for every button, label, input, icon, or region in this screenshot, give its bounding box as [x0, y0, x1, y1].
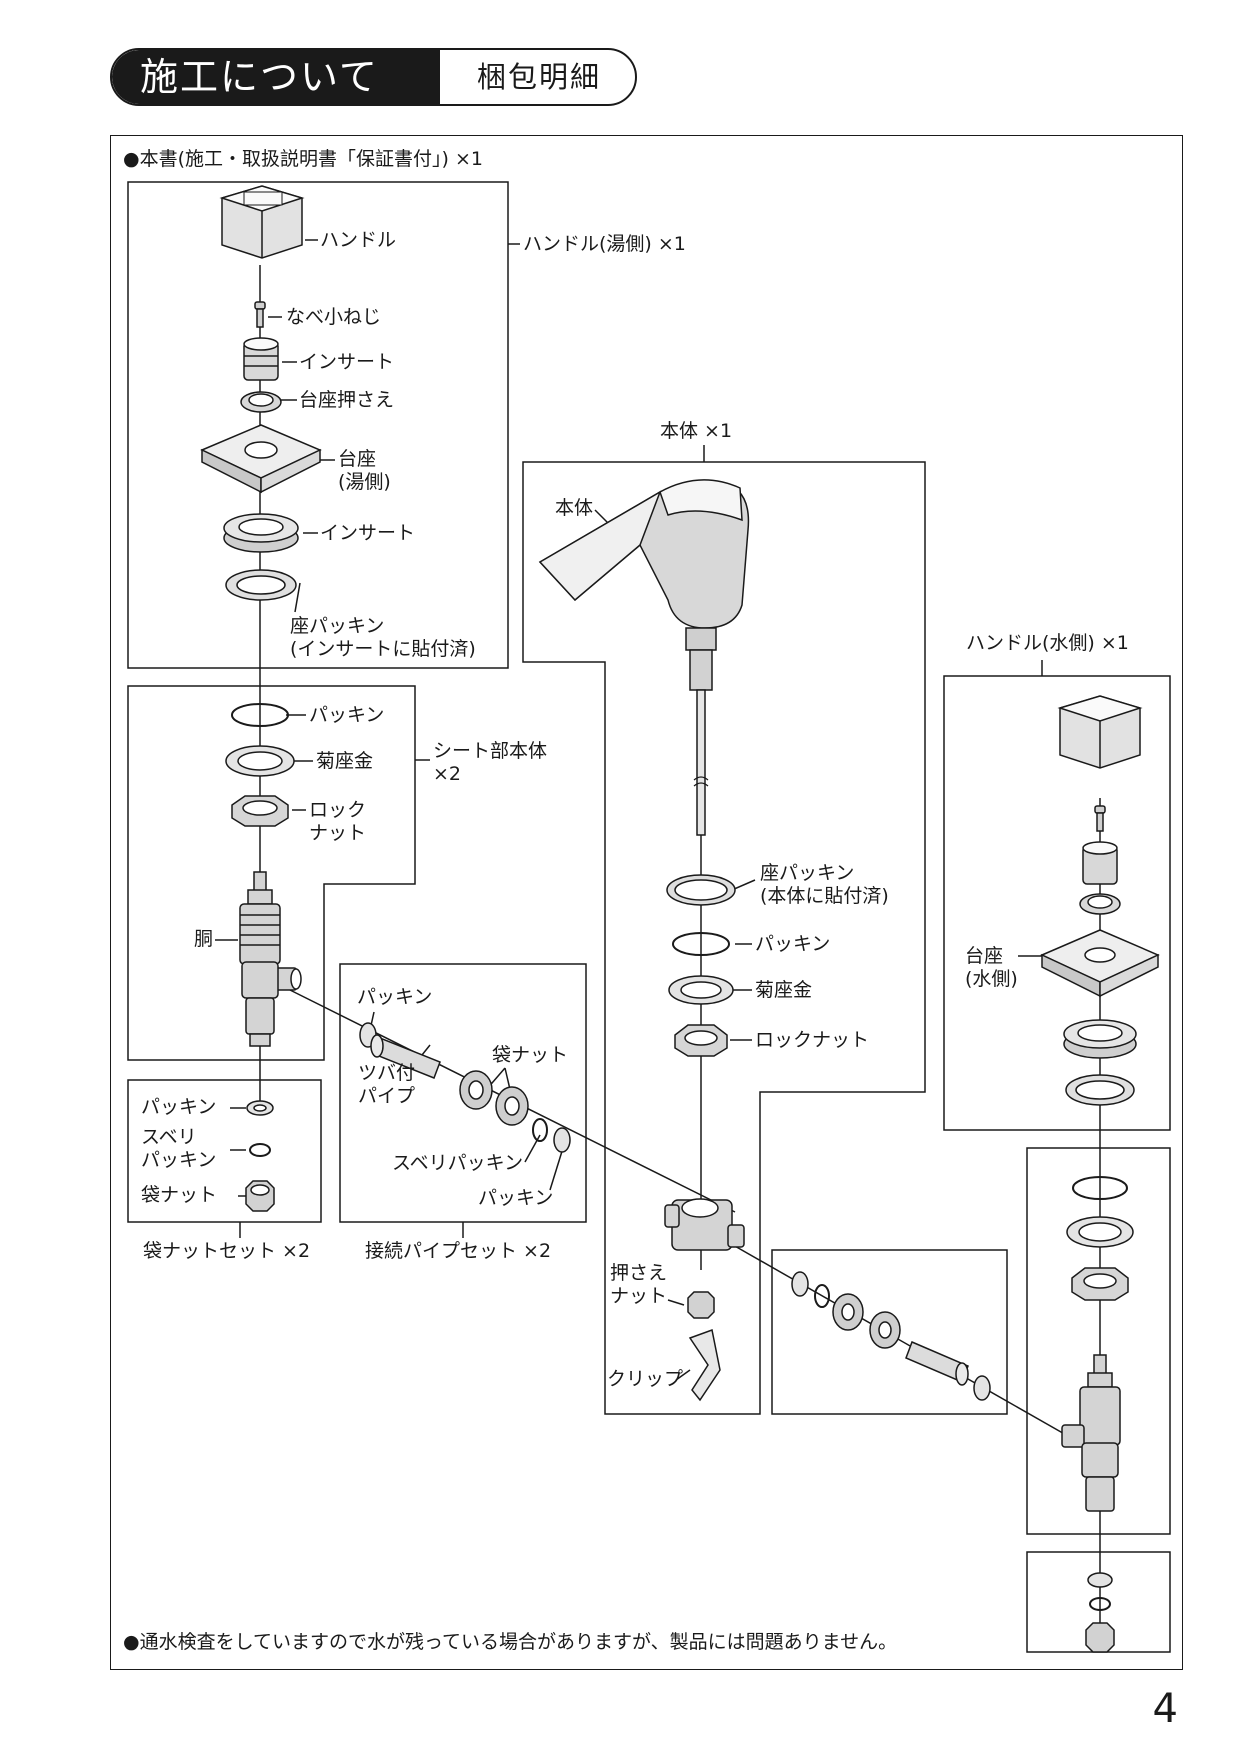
contents-frame: [110, 135, 1183, 1670]
label-base-hot: 台座 (湯側): [338, 448, 391, 493]
label-ps-nut: 袋ナット: [492, 1044, 569, 1066]
group-body: 本体 ×1: [660, 420, 733, 442]
press-nut-icon: [687, 1291, 715, 1319]
label-dou: 胴: [194, 928, 214, 950]
seat-body-box: [127, 685, 416, 1061]
section-subtitle: 梱包明細: [477, 60, 602, 94]
label-base-press: 台座押さえ: [299, 389, 395, 411]
body-box: [522, 461, 926, 1415]
label-handle: ハンドル: [320, 229, 397, 251]
ps-pipe-icon: [370, 1034, 441, 1079]
group-handle-cold: ハンドル(水側) ×1: [966, 632, 1129, 654]
label-packing2: パッキン: [755, 933, 831, 955]
label-ps-packing1: パッキン: [357, 986, 433, 1008]
seat-packing-icon: [225, 569, 297, 601]
group-handle-hot: ハンドル(湯側) ×1: [523, 233, 686, 255]
handle-hot-box: [127, 181, 509, 669]
label-kiku-washer2: 菊座金: [755, 979, 813, 1001]
nut-set-box: [127, 1079, 322, 1223]
ns-nut-icon: [245, 1180, 275, 1212]
label-press-nut: 押さえ ナット: [610, 1262, 668, 1307]
ns-slip-icon: [249, 1143, 271, 1157]
base-cold-icon: [1040, 929, 1160, 998]
label-seat-packing-insert: 座パッキン (インサートに貼付済): [290, 615, 476, 660]
label-base-cold: 台座 (水側): [965, 945, 1018, 990]
note-water-test: ●通水検査をしていますので水が残っている場合がありますが、製品には問題ありません…: [123, 1631, 898, 1653]
label-clip: クリップ: [607, 1368, 684, 1390]
label-body: 本体: [555, 497, 594, 519]
pipe-set-2-box: [771, 1249, 1008, 1415]
seat-packing-body-icon: [666, 874, 736, 906]
label-ps-pipe: ツバ付 パイプ: [358, 1062, 416, 1107]
ps-packing2-icon: [553, 1127, 571, 1153]
label-ps-packing2: パッキン: [478, 1187, 554, 1209]
seat-body-2-box: [1026, 1147, 1171, 1535]
insert2-icon: [223, 513, 299, 553]
label-lock-nut1: ロック ナット: [309, 799, 367, 844]
body-valve-icon: [239, 871, 302, 1047]
lock-nut2-icon: [674, 1024, 728, 1057]
page-number: 4: [1152, 1686, 1178, 1732]
note-manual: ●本書(施工・取扱説明書「保証書付」) ×1: [123, 148, 483, 170]
group-nut-set: 袋ナットセット ×2: [143, 1240, 311, 1262]
handle-cold-icon: [1057, 695, 1143, 769]
spout-body-icon: [538, 479, 750, 836]
screw-icon: [254, 301, 266, 328]
base-hot-icon: [200, 424, 322, 494]
label-ns-packing: パッキン: [141, 1096, 217, 1118]
label-insert1: インサート: [299, 351, 395, 373]
ps-nut-icon: [459, 1070, 529, 1126]
clip-icon: [688, 1328, 721, 1402]
group-pipe-set: 接続パイプセット ×2: [365, 1240, 552, 1262]
section-header: 施工について 梱包明細: [110, 48, 637, 106]
label-ns-slip: スベリ パッキン: [141, 1126, 217, 1171]
label-lock-nut2: ロックナット: [755, 1029, 870, 1051]
handle-hot-icon: [219, 185, 305, 259]
label-ps-slip: スベリパッキン: [392, 1152, 524, 1174]
label-insert2: インサート: [320, 522, 416, 544]
label-screw: なべ小ねじ: [286, 306, 382, 328]
insert-icon: [243, 337, 279, 381]
label-seat-packing-body: 座パッキン (本体に貼付済): [760, 862, 889, 907]
lock-nut-icon: [231, 795, 289, 827]
handle-cold-box: [943, 675, 1171, 1131]
ps-slip-icon: [532, 1118, 548, 1142]
base-press-icon: [240, 391, 282, 413]
tee-joint-icon: [664, 1198, 745, 1251]
kiku-washer-icon: [225, 745, 295, 777]
label-packing1: パッキン: [309, 704, 385, 726]
section-title: 施工について: [112, 50, 440, 104]
label-ns-nut: 袋ナット: [141, 1184, 218, 1206]
group-seat-body: シート部本体 ×2: [433, 740, 548, 785]
kiku-washer2-icon: [668, 975, 734, 1005]
packing2-icon: [672, 932, 730, 956]
label-kiku-washer1: 菊座金: [316, 750, 374, 772]
packing-ring-icon: [231, 703, 289, 727]
